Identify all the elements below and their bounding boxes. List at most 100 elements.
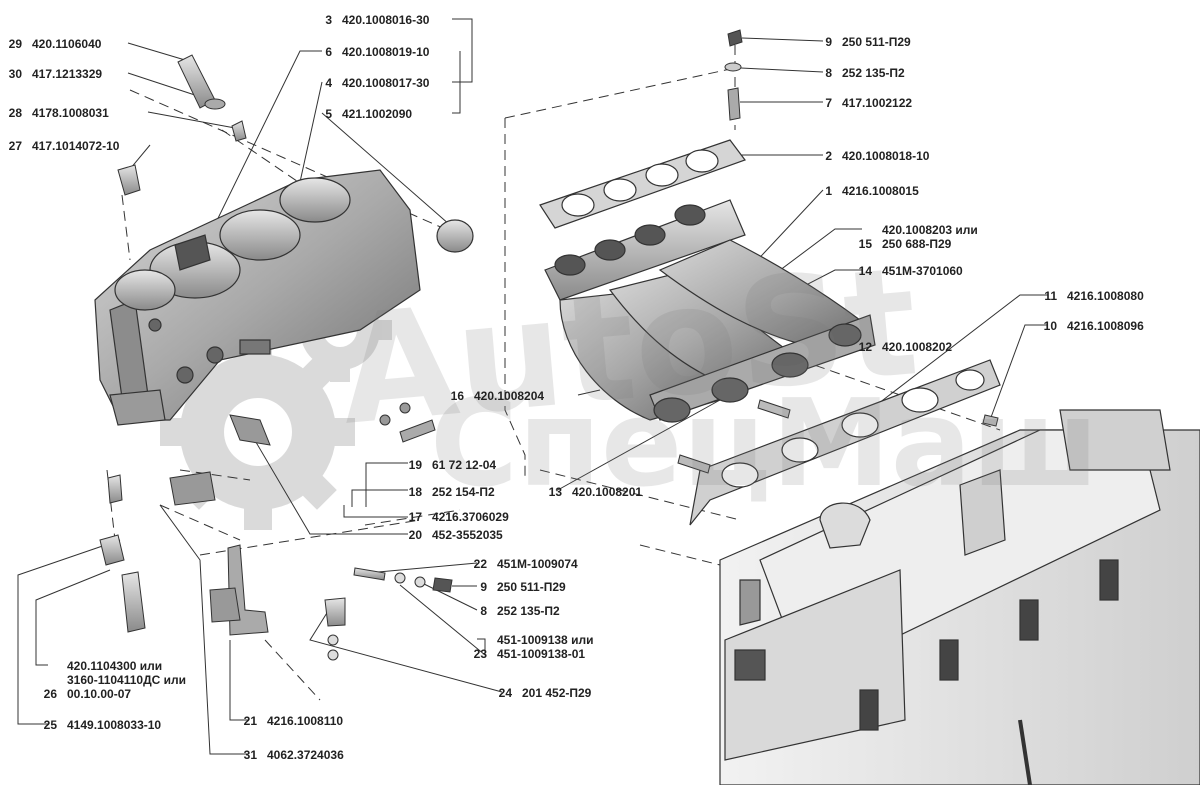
callout-number: 12	[858, 340, 872, 354]
part-number-line: 4149.1008033-10	[67, 718, 162, 732]
leader-c25	[17, 539, 121, 725]
part-number-line: 4216.1008015	[842, 184, 919, 198]
exhaust-manifold-part	[94, 169, 474, 426]
callout-number: 6	[325, 45, 332, 59]
callout-number: 27	[8, 139, 22, 153]
callout-number: 20	[408, 528, 422, 542]
part-number-line: 420.1008204	[474, 389, 545, 403]
callout-part-number: 4216.1008015	[842, 184, 919, 198]
part-number-line: 417.1002122	[842, 96, 913, 110]
part-number-line: 417.1213329	[32, 67, 103, 81]
callout-part-number: 252 135-П2	[497, 604, 560, 618]
part-number-line: 420.1008203 или	[882, 223, 978, 237]
leader-c20	[249, 431, 408, 535]
part-number-line: 420.1008018-10	[842, 149, 930, 163]
callout-part-number: 451М-1009074	[497, 557, 578, 571]
part-number-line: 451-1009138 или	[497, 633, 594, 647]
callout-part-number: 420.1008016-30	[342, 13, 429, 27]
gasket-upper-part	[539, 139, 746, 229]
small-hardware-parts	[99, 29, 743, 661]
leader-c10	[989, 324, 1048, 421]
callout-part-number: 452-3552035	[432, 528, 503, 542]
part-number-line: 61 72 12-04	[432, 458, 497, 472]
part-number-line: 4062.3724036	[267, 748, 344, 762]
part-number-line: 250 688-П29	[882, 237, 952, 251]
part-number-line: 451М-1009074	[497, 557, 578, 571]
bracket-lines	[343, 462, 408, 518]
part-number-line: 452-3552035	[432, 528, 503, 542]
part-number-line: 4216.1008096	[1067, 319, 1144, 333]
callout-number: 3	[325, 13, 332, 27]
leader-c22	[377, 562, 478, 573]
part-number-line: 420.1104300 или	[67, 659, 163, 673]
leader-c29	[127, 42, 186, 61]
part-number-line: 417.1014072-10	[32, 139, 120, 153]
callout-number: 10	[1043, 319, 1057, 333]
callout-number: 26	[43, 687, 57, 701]
part-number-line: 420.1008019-10	[342, 45, 430, 59]
part-number-line: 421.1002090	[342, 107, 413, 121]
part-number-line: 451М-3701060	[882, 264, 963, 278]
callout-c1: 1 4216.1008015	[810, 184, 919, 198]
part-number-line: 4178.1008031	[32, 106, 109, 120]
leader-c16	[577, 389, 601, 396]
part-number-line: 420.1008017-30	[342, 76, 430, 90]
callout-number: 24	[498, 686, 512, 700]
callout-part-number: 4216.1008110	[267, 714, 343, 728]
leader-c26	[35, 569, 111, 666]
callout-part-number: 252 154-П2	[432, 485, 495, 499]
callout-number: 31	[243, 748, 257, 762]
callout-part-number: 420.1008018-10	[842, 149, 929, 163]
callout-part-number: 4062.3724036	[267, 748, 344, 762]
callout-number: 18	[408, 485, 422, 499]
callout-c8b: 8 252 135-П2	[465, 604, 560, 618]
callout-c3: 3 420.1008016-30	[310, 13, 429, 27]
callout-part-number: 420.1008204	[474, 389, 544, 403]
callout-c31: 31 4062.3724036	[235, 748, 344, 762]
callout-part-number: 451М-3701060	[882, 264, 963, 278]
part-number-line: 250 511-П29	[842, 35, 911, 49]
callout-number: 17	[408, 510, 422, 524]
callout-part-number: 4216.3706029	[432, 510, 509, 524]
callout-number: 1	[825, 184, 832, 198]
callout-c9a: 9 250 511-П29	[810, 35, 911, 49]
leader-c31	[159, 504, 248, 755]
callout-number: 23	[473, 647, 487, 661]
callout-part-number: 420.1008017-30	[342, 76, 429, 90]
engine-head-part	[719, 409, 1200, 785]
callout-number: 22	[473, 557, 487, 571]
part-number-line: 252 135-П2	[842, 66, 905, 80]
part-number-line: 451-1009138-01	[497, 647, 586, 661]
callout-number: 8	[480, 604, 487, 618]
gasket-lower-part	[689, 359, 1001, 526]
part-number-line: 00.10.00-07	[67, 687, 132, 701]
callout-part-number: 421.1002090	[342, 107, 412, 121]
part-number-line: 201 452-П29	[522, 686, 592, 700]
leader-c13	[555, 399, 721, 492]
callout-c18: 18 252 154-П2	[400, 485, 495, 499]
leader-c3	[452, 18, 473, 83]
callout-number: 29	[8, 37, 22, 51]
callout-c13: 13 420.1008201	[540, 485, 642, 499]
callout-part-number: 420.1008201	[572, 485, 642, 499]
part-number-line: 420.1008201	[572, 485, 643, 499]
callout-part-number: 417.1014072-10	[32, 139, 119, 153]
callout-part-number: 250 511-П29	[842, 35, 911, 49]
callout-part-number: 417.1213329	[32, 67, 102, 81]
callout-number: 9	[825, 35, 832, 49]
part-number-line: 250 511-П29	[497, 580, 566, 594]
callout-number: 13	[548, 485, 562, 499]
intake-manifold-part	[544, 199, 876, 423]
